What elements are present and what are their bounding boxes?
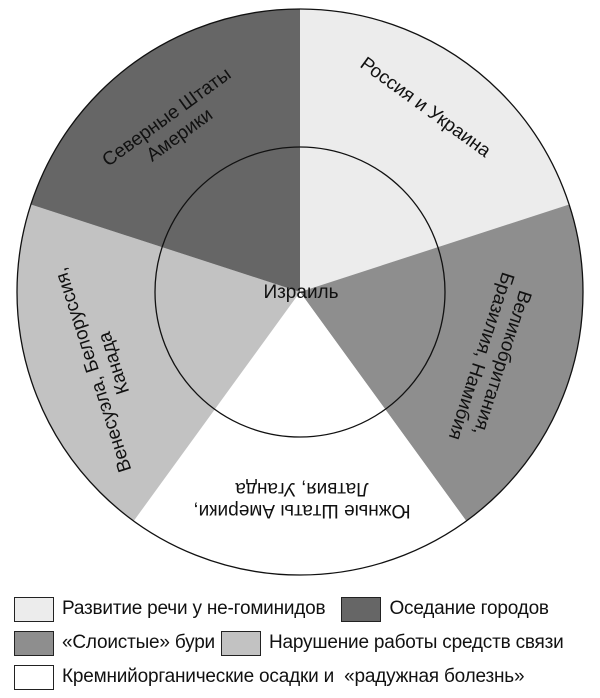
- label-silicon: Южные Штаты Америки, Латвия, Уганда: [193, 478, 410, 521]
- legend-label-subsidence: Оседание городов: [389, 598, 549, 619]
- segment-comms: [17, 204, 301, 521]
- legend-label-silicon: Кремнийорганические осадки и «радужная б…: [62, 666, 525, 687]
- legend-item-subsidence: Оседание городов: [341, 596, 549, 622]
- outer-ring-border: [16, 8, 584, 576]
- segment-speech: [300, 9, 570, 292]
- legend-item-comms: Нарушение работы средств связи: [220, 630, 564, 656]
- label-silicon-line-1: Южные Штаты Америки,: [193, 500, 410, 521]
- legend-swatch-comms: [220, 630, 261, 656]
- legend-swatch-silicon: [14, 664, 54, 690]
- legend-row-3: Кремнийорганические осадки и «радужная б…: [14, 660, 600, 694]
- legend-label-comms: Нарушение работы средств связи: [268, 632, 564, 653]
- center-label: Израиль: [263, 282, 338, 303]
- legend-swatch-subsidence: [341, 596, 382, 622]
- legend-item-storms: «Слоистые» бури: [14, 630, 215, 656]
- legend-row-2: «Слоистые» бури Нарушение работы средств…: [14, 626, 600, 660]
- legend-item-silicon: Кремнийорганические осадки и «радужная б…: [14, 664, 525, 690]
- legend-item-speech: Развитие речи у не-гоминидов: [14, 596, 326, 622]
- legend-row-1: Развитие речи у не-гоминидов Оседание го…: [14, 592, 600, 626]
- legend-label-storms: «Слоистые» бури: [62, 632, 215, 653]
- label-silicon-line-2: Латвия, Уганда: [235, 478, 369, 499]
- inner-circle-border: [154, 146, 446, 438]
- segment-subsidence: [30, 9, 301, 292]
- legend: Развитие речи у не-гоминидов Оседание го…: [14, 592, 600, 694]
- legend-swatch-storms: [14, 630, 54, 656]
- legend-swatch-speech: [14, 596, 54, 622]
- segment-silicon: [133, 292, 467, 576]
- legend-label-speech: Развитие речи у не-гоминидов: [62, 598, 326, 619]
- segment-storms: [300, 204, 583, 521]
- ring-diagram: Израиль Россия и Украина Великобритания,…: [16, 8, 584, 576]
